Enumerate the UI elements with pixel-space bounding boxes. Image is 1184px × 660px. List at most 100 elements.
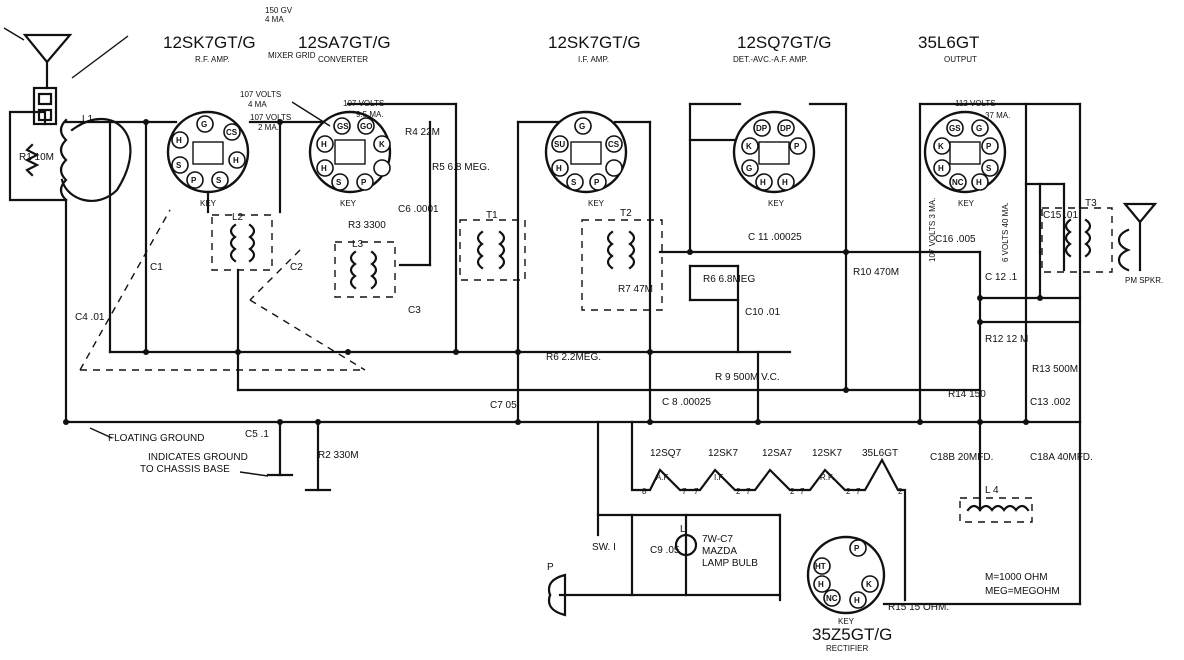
heater-pin-6: 7 (800, 487, 805, 496)
rf-voltage: 107 VOLTS (250, 113, 291, 122)
rf-current: 2 MA. (258, 123, 279, 132)
c16-label: C16 .005 (935, 234, 976, 245)
heater-tube-5: 35L6GT (862, 448, 898, 459)
lamp-desc1: MAZDA (702, 546, 737, 557)
out-voltage: 112 VOLTS (955, 99, 996, 108)
c4-label: C4 .01 (75, 312, 105, 323)
c6-label: C6 .0001 (398, 204, 439, 215)
l4-label: L 4 (985, 485, 999, 496)
r15-label: R15 15 OHM. (888, 602, 949, 613)
out-pin-h2: H (976, 178, 982, 187)
heater-pin-2: 7 (694, 487, 699, 496)
det-key: KEY (768, 199, 785, 208)
tube-type-if: 12SK7GT/G (548, 33, 641, 52)
mixer-grid-note: MIXER GRID (268, 51, 316, 60)
legend: M=1000 OHM MEG=MEGOHM (985, 572, 1060, 597)
heater-pin-numbers: 8 7 7 2 7 2 7 2 7 2 (642, 487, 903, 496)
tube-function-rectifier: RECTIFIER (826, 644, 868, 653)
rf-pin-s2: S (216, 176, 222, 185)
rect-pin-h1: H (854, 596, 860, 605)
out-pin-nc: NC (952, 178, 964, 187)
r13-label: R13 500M (1032, 364, 1078, 375)
heater-pin-4: 7 (746, 487, 751, 496)
rect-pin-nc: NC (826, 594, 838, 603)
out-current: 37 MA. (985, 111, 1010, 120)
r2-label: R2 330M (318, 450, 359, 461)
tube-converter-pins (316, 117, 391, 191)
rect-pin-ht: HT (815, 562, 826, 571)
out-pin-gs: GS (949, 124, 961, 133)
c1-label: C1 (150, 262, 163, 273)
conv-current-b: 9.5 MA. (356, 110, 384, 119)
if-pin-p: P (594, 178, 600, 187)
conv-voltage-b: 107 VOLTS (343, 99, 384, 108)
floating-ground-note: FLOATING GROUND (108, 433, 204, 444)
heater-pin-0: 8 (642, 487, 647, 496)
det-pin-k: K (746, 142, 752, 151)
c18a-label: C18A 40MFD. (1030, 452, 1093, 463)
r4-label: R4 22M (405, 127, 440, 138)
ground-notes: FLOATING GROUND INDICATES GROUND TO CHAS… (89, 420, 332, 492)
if-pin-cs: CS (608, 140, 620, 149)
heater-pin-5: 2 (790, 487, 795, 496)
conv-pin-h2: H (321, 164, 327, 173)
l3-coil: L3 (334, 239, 396, 298)
l4-choke: L 4 (959, 485, 1033, 523)
tube-function-output: OUTPUT (944, 55, 977, 64)
rf-pin-s1: S (176, 161, 182, 170)
r14-label: R14 150 (948, 389, 986, 400)
rect-pin-h2: H (818, 580, 824, 589)
tube-output: GS G K P H NC H S KEY 112 VOLTS 37 MA. 1… (923, 99, 1010, 262)
tube-type-converter: 12SA7GT/G (298, 33, 391, 52)
tube-header-rf: 12SK7GT/G R.F. AMP. (163, 33, 256, 64)
sw1-label: SW. I (592, 542, 616, 553)
t2-transformer: T2 R7 47M (581, 208, 663, 311)
rf-pin-p: P (191, 176, 197, 185)
heater-pin-3: 2 (736, 487, 741, 496)
tube-function-det: DET.-AVC.-A.F. AMP. (733, 55, 808, 64)
c3-label: C3 (408, 305, 421, 316)
heater-pin-9: 2 (898, 487, 903, 496)
rect-pin-p: P (854, 544, 860, 553)
out-pin-g: G (976, 124, 982, 133)
det-pin-h2: H (782, 178, 788, 187)
tube-function-if: I.F. AMP. (578, 55, 609, 64)
rf-pin-h2: H (176, 136, 182, 145)
c5-label: C5 .1 (245, 429, 269, 440)
det-pin-dp1: DP (756, 124, 768, 133)
if-key: KEY (588, 199, 605, 208)
det-pin-h1: H (760, 178, 766, 187)
heater-tube-2: 12SK7 (708, 448, 738, 459)
tube-rectifier: HT P K NC H H KEY 35Z5GT/G RECTIFIER (806, 420, 1082, 653)
mixer-note-voltage: 150 GV (265, 6, 293, 15)
c10-label: C10 .01 (745, 307, 780, 318)
legend-m: M=1000 OHM (985, 572, 1048, 583)
l2-coil: L2 (211, 212, 273, 271)
c8-label: C 8 .00025 (662, 397, 711, 408)
r6b-label: R6 2.2MEG. (546, 352, 601, 363)
det-pin-p: P (794, 142, 800, 151)
t2-label: T2 (620, 208, 632, 219)
tube-header-output: 35L6GT OUTPUT (918, 33, 979, 64)
t1-transformer: T1 (459, 210, 526, 281)
t3-label: T3 (1085, 198, 1097, 209)
l3-label: L3 (352, 239, 364, 250)
lamp-desc2: LAMP BULB (702, 558, 758, 569)
bus-wiring (64, 102, 1082, 512)
tube-det-pins (741, 119, 807, 191)
tube-rf-pins (171, 115, 246, 189)
heater-tube-1: 12SQ7 (650, 448, 682, 459)
heater-section-2: I.F. (714, 473, 725, 482)
heater-pin-8: 7 (856, 487, 861, 496)
rf-pin-cs: CS (226, 128, 238, 137)
tube-type-output: 35L6GT (918, 33, 979, 52)
if-pin-s: S (571, 178, 577, 187)
c12-label: C 12 .1 (985, 272, 1018, 283)
tube-type-rf: 12SK7GT/G (163, 33, 256, 52)
l1-label: L1 (82, 114, 94, 125)
tube-rect-pins (813, 539, 879, 609)
tube-converter: GS GO K H H S P KEY 107 VOLTS 4 MA 107 V… (240, 90, 392, 208)
tube-type-det: 12SQ7GT/G (737, 33, 831, 52)
tube-header-converter: 12SA7GT/G CONVERTER 150 GV 4 MA MIXER GR… (265, 6, 391, 64)
